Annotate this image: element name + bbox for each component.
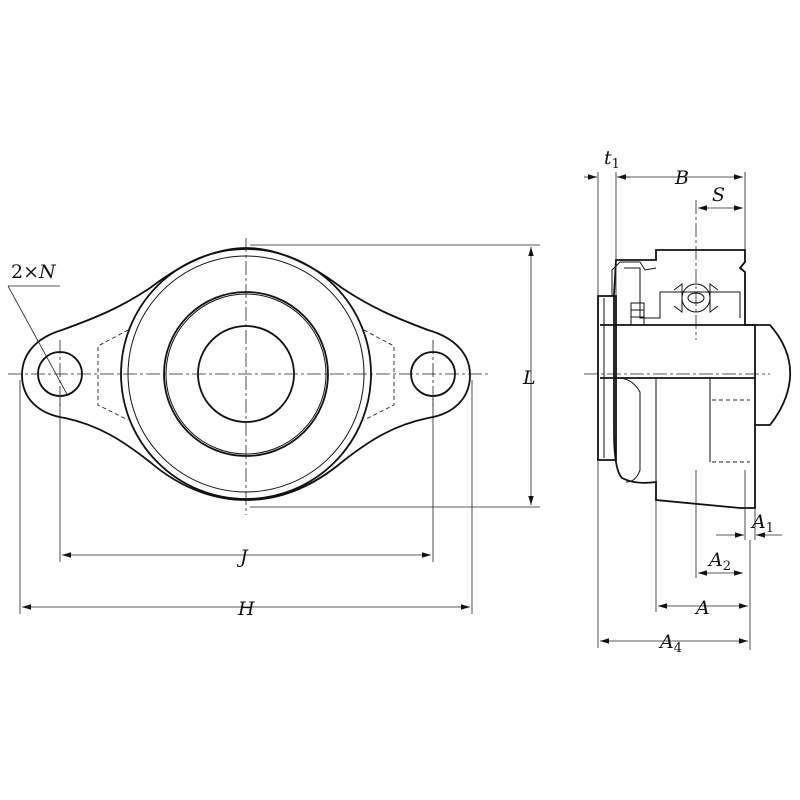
s-label: S: [712, 184, 725, 206]
b-label: B: [674, 167, 689, 189]
set-screw: [630, 302, 645, 326]
ball-race-right: [709, 283, 719, 313]
ball-race-left: [673, 283, 683, 313]
front-view: 2×N J H L: [7, 238, 540, 620]
seal-profile-top: [600, 261, 657, 297]
flange-outline: [21, 247, 471, 501]
hidden-pocket-left: [97, 329, 129, 421]
side-view: t1 B S A1 A2 A A4: [584, 147, 792, 656]
t1-label: t1: [604, 147, 620, 172]
a2-label: A2: [707, 549, 731, 574]
a4-label: A4: [658, 631, 682, 656]
holes-leader-slant: [7, 285, 69, 397]
hidden-pocket-right: [363, 329, 395, 421]
l-label: L: [522, 367, 536, 389]
holes-label: 2×N: [11, 261, 57, 283]
housing-side-outline: [613, 249, 756, 509]
a-label: A: [694, 597, 710, 619]
h-label: H: [237, 598, 255, 620]
housing-rounded-face: [617, 377, 641, 483]
j-label: J: [236, 546, 249, 568]
shaft: [600, 324, 792, 426]
a1-label: A1: [750, 511, 774, 536]
inner-ring-top: [624, 267, 741, 319]
